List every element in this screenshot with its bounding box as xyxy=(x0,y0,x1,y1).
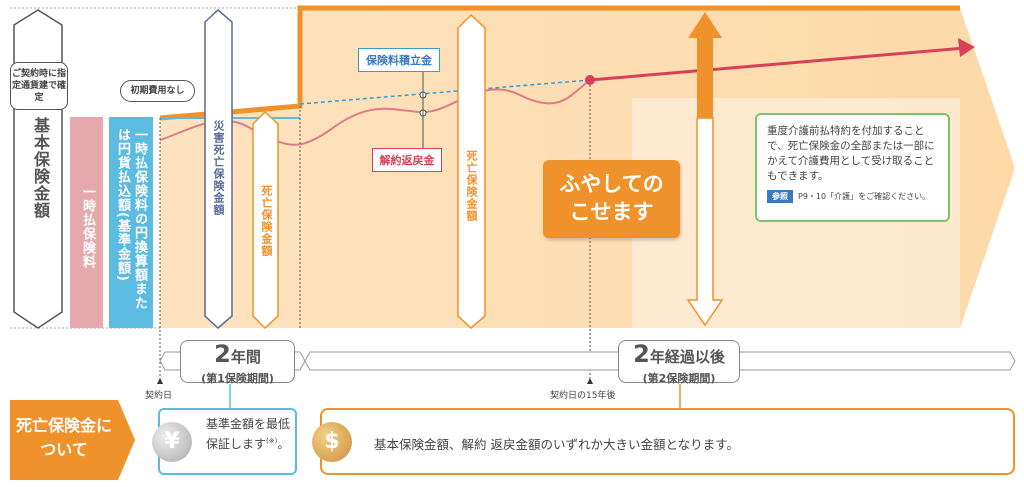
care-note-text: 重度介護前払特約を付加することで、死亡保険金の全部または一部にかえて介護費用とし… xyxy=(767,125,935,182)
death-benefit-header-shape xyxy=(10,400,135,480)
basic-amount-label: 基本保険金額 xyxy=(31,117,50,219)
down-arrow-icon xyxy=(686,117,724,327)
yen-coin-icon: ¥ xyxy=(152,422,192,462)
dollar-coin-icon: $ xyxy=(312,422,352,462)
accident-death-label: 災害死亡保険金額 xyxy=(212,120,225,216)
contract-date-label: 契約日 xyxy=(145,391,173,401)
growth-arrow-head xyxy=(958,38,975,57)
period1-label: 2年間 (第1保険期間) xyxy=(180,340,295,385)
accident-death-hex xyxy=(204,8,233,330)
growth-arrow-line xyxy=(589,46,966,82)
yen-amount-label: 一時払保険料の円換算額または円貨払込額(基準金額) xyxy=(115,128,147,310)
yen-amount-bar xyxy=(109,117,153,328)
death-benefit-hex-1 xyxy=(252,110,279,330)
basic-amount-note-bubble: ご契約時に指定通貨建で確定 xyxy=(10,62,68,110)
period1-benefit-text: 基準金額を最低保証します xyxy=(206,417,291,451)
contract-15y-label: 契約日の15年後 xyxy=(550,391,616,401)
single-premium-label: 一時払保険料 xyxy=(80,185,95,269)
death-benefit-label-1: 死亡保険金額 xyxy=(260,185,273,257)
death-benefit-label-2: 死亡保険金額 xyxy=(465,150,478,222)
surrender-label: 解約返戻金 xyxy=(372,148,442,172)
surrender-curve xyxy=(159,79,591,146)
period2-benefit-text: 基本保険金額、解約 返戻金額のいずれか大きい金額となります。 xyxy=(374,437,739,452)
reserve-label: 保険料積立金 xyxy=(358,48,440,72)
period2-label: 2年経過以後 (第2保険期間) xyxy=(618,340,740,385)
no-initial-cost-bubble: 初期費用なし xyxy=(120,80,195,102)
death-benefit-hex-2 xyxy=(457,13,486,330)
up-arrow-icon xyxy=(688,12,722,118)
care-note-box: 重度介護前払特約を付加することで、死亡保険金の全部または一部にかえて介護費用とし… xyxy=(755,113,950,222)
ref-badge: 参照 xyxy=(767,190,793,203)
death-benefit-header: 死亡保険金について xyxy=(15,416,112,459)
single-premium-bar xyxy=(70,117,103,328)
period1-benefit-box: ¥ 基準金額を最低保証します(※)。 xyxy=(152,408,297,475)
grow-callout: ふやしてのこせます xyxy=(543,160,680,238)
ref-text[interactable]: P9・10「介護」をご確認ください。 xyxy=(798,192,931,201)
period2-benefit-box: $ 基本保険金額、解約 返戻金額のいずれか大きい金額となります。 xyxy=(312,408,1015,475)
